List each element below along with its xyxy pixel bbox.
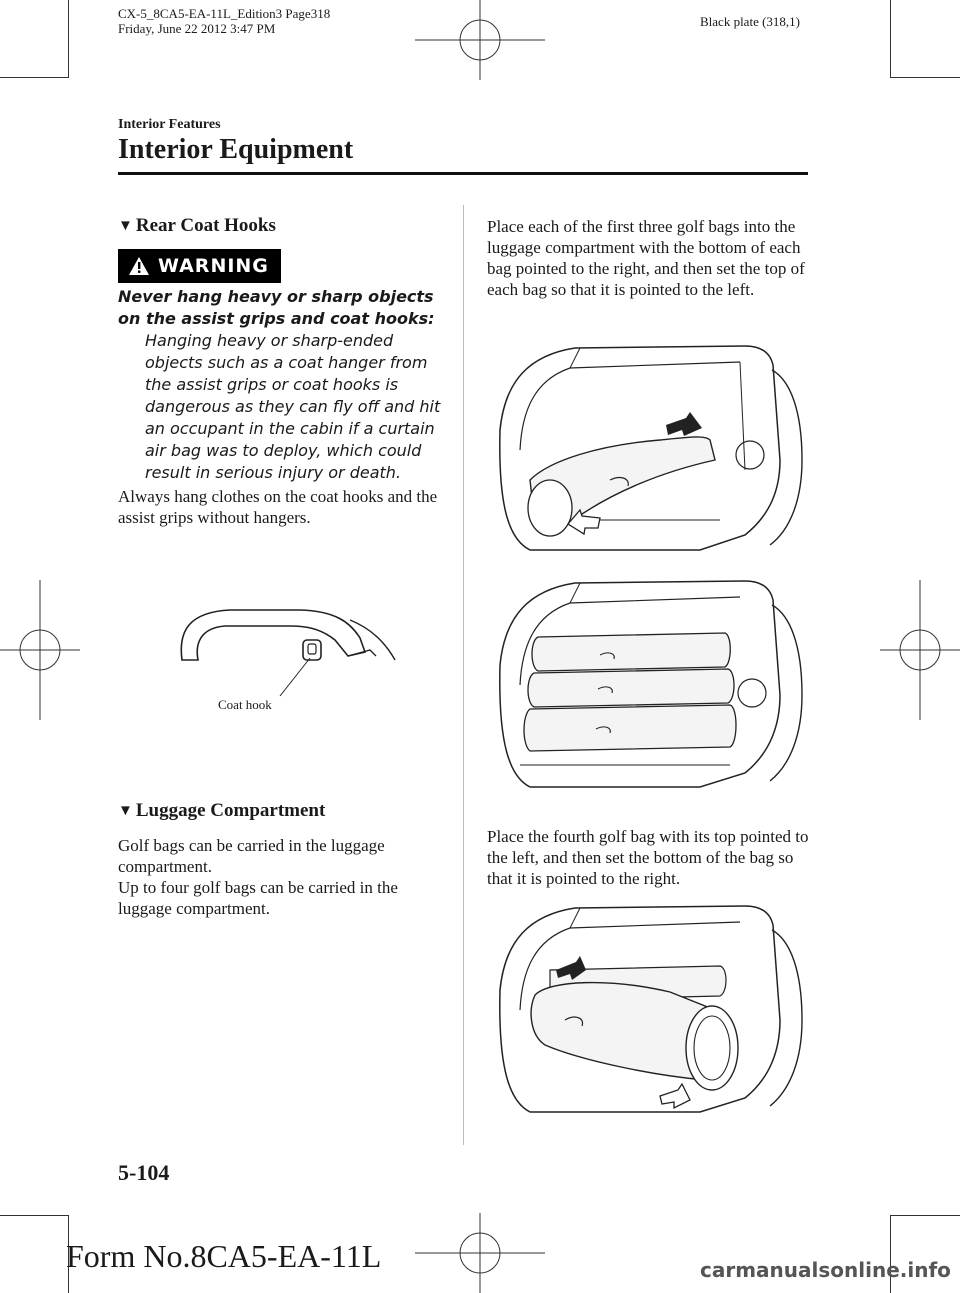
triangle-bullet-icon: ▼ — [118, 802, 133, 819]
warning-icon — [128, 256, 150, 276]
luggage-paragraph-1: Golf bags can be carried in the luggage … — [118, 836, 385, 876]
watermark: carmanualsonline.info — [700, 1258, 951, 1282]
column-divider — [463, 205, 464, 1145]
golf-bags-instruction-2: Place the fourth golf bag with its top p… — [487, 827, 809, 888]
coat-hook-illustration — [180, 609, 396, 697]
print-metadata: CX-5_8CA5-EA-11L_Edition3 Page318 Friday… — [118, 6, 330, 36]
page-number: 5-104 — [118, 1160, 170, 1185]
luggage-figure-three-bags — [499, 580, 803, 788]
registration-mark-right — [880, 580, 960, 720]
plate-label: Black plate (318,1) — [700, 14, 800, 29]
registration-mark-left — [0, 580, 80, 720]
warning-headline: Never hang heavy or sharp objects on the… — [118, 287, 435, 328]
page-title: Interior Equipment — [118, 134, 354, 165]
registration-mark-top — [415, 0, 545, 80]
warning-body: Hanging heavy or sharp-ended objects suc… — [145, 331, 441, 482]
warning-badge: WARNING — [118, 249, 281, 283]
luggage-figure-first-bag — [499, 345, 803, 551]
triangle-bullet-icon: ▼ — [118, 217, 133, 234]
golf-bags-instruction-1: Place each of the first three golf bags … — [487, 217, 805, 299]
form-number: Form No.8CA5-EA-11L — [66, 1238, 382, 1274]
heading-rear-coat-hooks: ▼ Rear Coat Hooks — [118, 215, 276, 236]
registration-mark-bottom — [415, 1213, 545, 1293]
title-rule — [118, 172, 808, 175]
date-line: Friday, June 22 2012 3:47 PM — [118, 21, 276, 36]
coat-hook-label: Coat hook — [218, 697, 272, 712]
heading-luggage-compartment: ▼ Luggage Compartment — [118, 800, 326, 821]
luggage-paragraph-2: Up to four golf bags can be carried in t… — [118, 878, 398, 918]
file-line: CX-5_8CA5-EA-11L_Edition3 Page318 — [118, 6, 331, 21]
section-label: Interior Features — [118, 117, 221, 132]
luggage-figure-fourth-bag — [499, 905, 803, 1113]
coat-hooks-paragraph: Always hang clothes on the coat hooks an… — [118, 487, 438, 527]
